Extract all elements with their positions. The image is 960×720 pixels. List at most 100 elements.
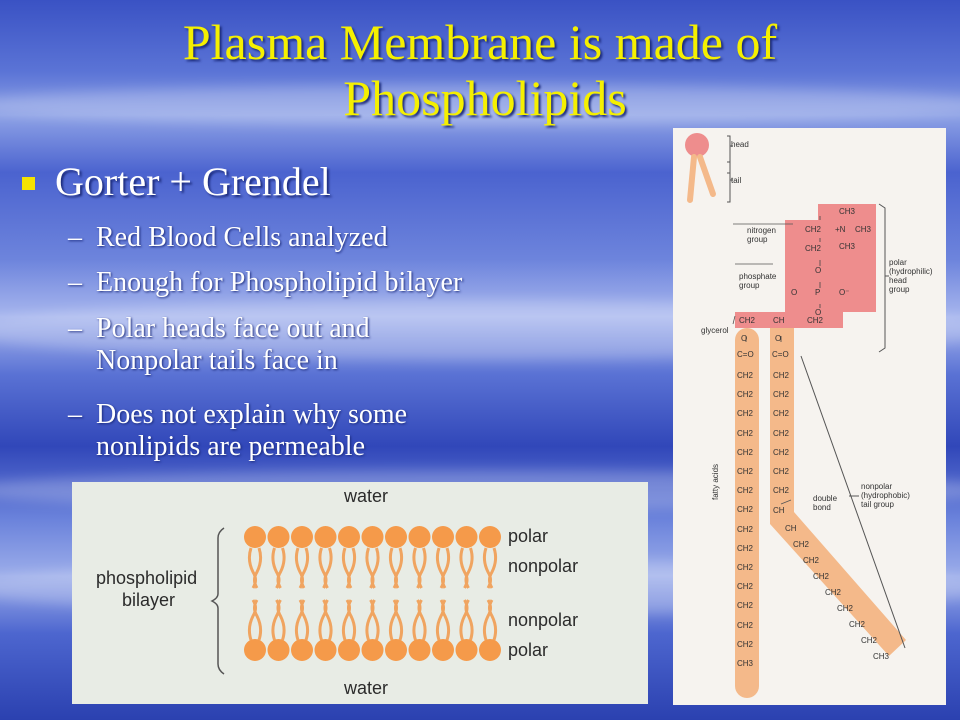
- dash: –: [68, 267, 82, 298]
- legend-head-label: head: [731, 140, 749, 149]
- top-lipid-head: [432, 526, 454, 548]
- double-label: double: [813, 494, 838, 503]
- legend-head-circle: [685, 133, 709, 157]
- phosphate-label: phosphate: [739, 272, 777, 281]
- bottom-lipid-tails: [482, 599, 498, 641]
- ch2-label: CH2: [805, 225, 822, 234]
- bottom-lipid-tails: [365, 599, 380, 641]
- bottom-lipid-tails: [294, 599, 310, 641]
- dash: –: [68, 313, 82, 344]
- oxygen-label: O: [791, 288, 798, 297]
- group-label: group: [889, 285, 910, 294]
- top-lipid-tails: [388, 547, 404, 589]
- top-lipid-head: [291, 526, 313, 548]
- polar-head-region: [735, 204, 876, 328]
- bottom-lipid-tails: [412, 599, 427, 641]
- nonpolar-label-bottom: nonpolar: [508, 610, 579, 630]
- sub-bullet-text-continued: nonlipids are permeable: [96, 431, 366, 462]
- dash: –: [68, 399, 82, 430]
- bottom-lipid-head: [291, 639, 313, 661]
- carbonyl-label: C=O: [772, 350, 789, 359]
- chain-atom-label: CH: [773, 506, 785, 515]
- oxygen-label: O: [815, 266, 822, 275]
- top-lipid-tails: [365, 547, 380, 589]
- top-lipid-head: [479, 526, 501, 548]
- bottom-lipid-head: [455, 639, 478, 661]
- chain-atom-label: CH: [785, 524, 797, 533]
- bullet-square-icon: [22, 177, 35, 190]
- chain-atom-label: CH2: [803, 556, 820, 565]
- background-streak: [0, 85, 960, 125]
- chain-atom-label: CH2: [737, 524, 754, 534]
- phospholipid-structure-figure: head tail nitrogen group phosphate group…: [673, 128, 946, 705]
- sub-bullet: –Enough for Phospholipid bilayer: [68, 267, 462, 299]
- top-lipid-tails: [341, 547, 357, 589]
- bottom-lipid-tails: [459, 599, 474, 641]
- top-lipid-head: [267, 526, 290, 548]
- nitrogen-label: nitrogen: [747, 226, 776, 235]
- bottom-lipid-head: [244, 639, 266, 661]
- bottom-lipid-head: [267, 639, 290, 661]
- chain-atom-label: CH2: [773, 447, 790, 457]
- chain-atom-label: CH2: [825, 588, 842, 597]
- top-lipid-tails: [482, 547, 498, 589]
- bottom-lipid-tails: [388, 599, 404, 641]
- bottom-lipid-tails: [341, 599, 357, 641]
- group-label: group: [747, 235, 768, 244]
- head-label: head: [889, 276, 907, 285]
- chain-atom-label: CH2: [773, 371, 790, 380]
- chain-atom-label: CH2: [773, 428, 790, 438]
- chain-atom-label: CH2: [737, 620, 754, 630]
- polar-label: polar: [889, 258, 907, 267]
- bottom-lipid-head: [479, 639, 501, 661]
- oxygen-label: O: [741, 334, 748, 343]
- ch3-label: CH3: [839, 242, 856, 251]
- bottom-lipid-head: [385, 639, 407, 661]
- double-bond-pointer: [780, 499, 792, 505]
- chain-atom-label: CH2: [813, 572, 830, 581]
- chain-atom-label: CH2: [773, 486, 790, 496]
- sub-bullet-text-continued: Nonpolar tails face in: [96, 345, 338, 376]
- main-bullet: Gorter + Grendel: [22, 158, 331, 205]
- top-lipid-tails: [412, 547, 427, 589]
- title-line-2: Phospholipids: [343, 70, 627, 126]
- carbonyl-label: C=O: [737, 350, 754, 359]
- bond-lines: [745, 216, 821, 342]
- bottom-lipid-tails: [318, 599, 333, 641]
- top-lipid-head: [244, 526, 266, 548]
- sub-bullet: –Polar heads face out and Nonpolar tails…: [68, 313, 370, 377]
- bilayer-label: bilayer: [122, 590, 176, 610]
- top-lipid-tails: [459, 547, 474, 589]
- chain-atom-label: CH2: [773, 409, 790, 419]
- chain-atom-label: CH2: [737, 409, 754, 419]
- chain-atom-label: CH2: [737, 467, 754, 476]
- top-lipid-head: [455, 526, 478, 548]
- ch2-label: CH2: [739, 316, 756, 325]
- chain-atom-label: CH2: [773, 390, 790, 400]
- structure-diagram: [685, 133, 906, 698]
- oxygen-label: O: [815, 308, 822, 317]
- nonpolar-bracket: [800, 355, 906, 649]
- polar-bracket: [878, 203, 889, 353]
- ch2-label: CH2: [807, 316, 824, 325]
- chain-atom-label: CH2: [793, 540, 810, 549]
- title-line-1: Plasma Membrane is made of: [182, 14, 778, 70]
- bilayer-figure: water water phospholipid bilayer polar n…: [72, 482, 648, 704]
- dash: –: [68, 222, 82, 253]
- fatty-acids-label: fatty acids: [711, 463, 720, 500]
- hydrophilic-label: (hydrophilic): [889, 267, 933, 276]
- saturated-tail: [735, 328, 759, 698]
- bottom-lipid-tails: [247, 599, 263, 641]
- chain-atom-label: CH3: [873, 652, 890, 661]
- chain-atom-label: CH2: [737, 582, 754, 592]
- chain-atom-label: CH2: [737, 543, 754, 553]
- legend-tail-label: tail: [731, 176, 742, 185]
- polar-label-bottom: polar: [508, 640, 549, 660]
- legend-tail-bracket: [727, 161, 733, 203]
- chain-atom-label: CH2: [737, 639, 754, 649]
- sub-bullet-text: Enough for Phospholipid bilayer: [96, 267, 463, 298]
- top-lipid-tails: [247, 547, 263, 589]
- slide-title: Plasma Membrane is made of Phospholipids: [0, 14, 960, 126]
- top-lipid-tails: [318, 547, 333, 589]
